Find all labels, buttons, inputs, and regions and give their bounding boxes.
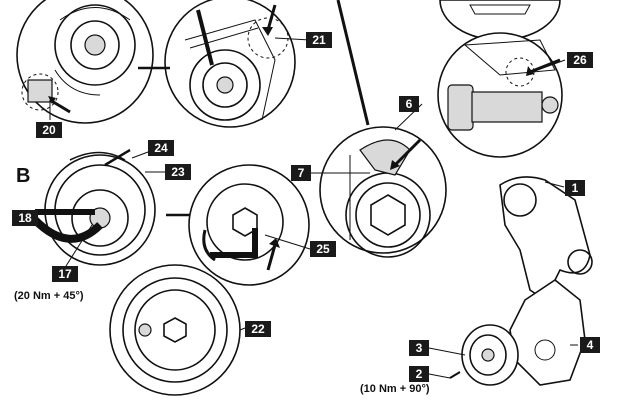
callout-25: 25 — [310, 241, 336, 257]
crankshaft-pulley — [109, 264, 241, 396]
callout-24: 24 — [148, 140, 174, 156]
svg-text:22: 22 — [251, 322, 265, 336]
svg-text:6: 6 — [406, 97, 413, 111]
svg-text:20: 20 — [42, 123, 56, 137]
detail-circle-tensioner-pulley — [16, 0, 154, 124]
svg-text:2: 2 — [416, 367, 423, 381]
callout-22: 22 — [245, 321, 271, 337]
callout-21: 21 — [306, 32, 332, 48]
section-letter: B — [16, 165, 30, 187]
callout-1: 1 — [565, 180, 585, 196]
detail-circle-tensioner-adjust — [188, 164, 310, 286]
svg-text:18: 18 — [18, 211, 32, 225]
callout-23: 23 — [165, 164, 191, 180]
torque-spec-bolt-17: (20 Nm + 45°) — [14, 290, 84, 302]
svg-text:21: 21 — [312, 33, 326, 47]
pulley-bolt — [449, 371, 461, 379]
timing-cover-lower — [509, 279, 586, 386]
svg-text:26: 26 — [573, 53, 587, 67]
callout-17: 17 — [52, 266, 78, 282]
svg-text:1: 1 — [572, 181, 579, 195]
callout-3: 3 — [409, 340, 429, 356]
callout-2: 2 — [409, 366, 429, 382]
torque-spec-bolt-2: (10 Nm + 90°) — [360, 383, 430, 395]
svg-text:3: 3 — [416, 341, 423, 355]
svg-text:4: 4 — [587, 338, 594, 352]
svg-text:25: 25 — [316, 242, 330, 256]
detail-circle-top-right — [439, 0, 561, 41]
svg-text:7: 7 — [298, 166, 305, 180]
svg-text:23: 23 — [171, 165, 185, 179]
svg-text:17: 17 — [58, 267, 72, 281]
callout-4: 4 — [580, 337, 600, 353]
sprocket-locking-tool-assembly — [32, 148, 156, 266]
detail-circle-belt-alignment — [164, 0, 296, 128]
svg-text:24: 24 — [154, 141, 168, 155]
callout-26: 26 — [567, 52, 593, 68]
detail-circle-camshaft-lock — [437, 32, 563, 158]
callout-18: 18 — [12, 210, 38, 226]
auxiliary-pulley — [461, 324, 519, 386]
callout-20: 20 — [36, 122, 62, 138]
callout-6: 6 — [399, 96, 419, 112]
detail-circle-crank-sprocket — [319, 126, 447, 258]
callout-7: 7 — [291, 165, 311, 181]
